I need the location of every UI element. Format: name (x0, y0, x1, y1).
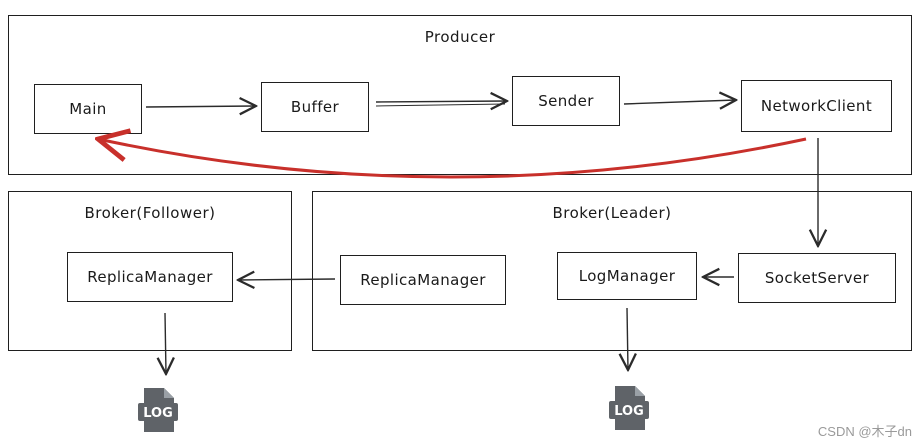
arrow-logmanager-to-log (627, 307, 628, 370)
socket-server-node: SocketServer (738, 253, 896, 303)
producer-title: Producer (424, 28, 496, 46)
arrow-networkclient-to-main (98, 139, 807, 179)
arrow-follower-to-log (165, 312, 166, 374)
follower-replica-manager-node: ReplicaManager (67, 252, 233, 302)
broker-leader-title: Broker(Leader) (552, 204, 672, 222)
log-icon-label: LOG (614, 404, 644, 419)
log-file-icon: LOG (609, 386, 649, 430)
arrow-leader-to-follower (238, 279, 336, 280)
network-client-node: NetworkClient (741, 80, 892, 132)
main-node: Main (34, 84, 142, 134)
arrow-buffer-to-sender (375, 101, 507, 102)
log-file-icon: LOG (138, 388, 178, 432)
log-icon-label: LOG (143, 406, 173, 421)
sender-node: Sender (512, 76, 620, 126)
log-manager-node: LogManager (557, 252, 697, 300)
broker-follower-title: Broker(Follower) (84, 204, 216, 222)
arrow-sender-to-networkclient (623, 100, 736, 104)
leader-replica-manager-node: ReplicaManager (340, 255, 506, 305)
buffer-node: Buffer (261, 82, 369, 132)
watermark: CSDN @木子dn (817, 424, 912, 439)
arrow-main-to-buffer (145, 106, 256, 107)
